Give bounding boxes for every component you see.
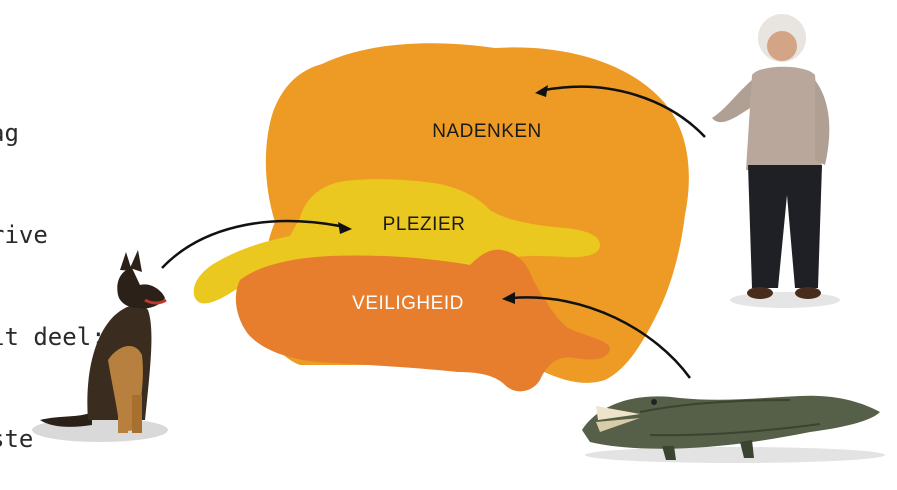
thinker-person-icon	[712, 14, 840, 308]
arrow-to-veiligheid	[502, 292, 692, 379]
plezier-label: PLEZIER	[383, 214, 466, 235]
side-text-line: it deel:	[0, 323, 106, 351]
brain-diagram: NADENKEN PLEZIER VEILIGHEID	[32, 14, 885, 463]
dog-icon	[32, 250, 168, 442]
side-text-line: ste	[0, 425, 34, 453]
side-text: ag rive it deel: ste	[0, 48, 106, 490]
crocodile-icon	[582, 395, 885, 463]
side-text-line: rive	[0, 221, 48, 249]
nadenken-label: NADENKEN	[432, 121, 542, 142]
arrow-to-nadenken	[535, 85, 706, 138]
reptilian-shape	[235, 249, 610, 392]
side-text-line: ag	[0, 119, 19, 147]
arrow-to-plezier	[161, 219, 352, 269]
limbic-shape	[193, 179, 601, 304]
veiligheid-label: VEILIGHEID	[352, 293, 464, 314]
